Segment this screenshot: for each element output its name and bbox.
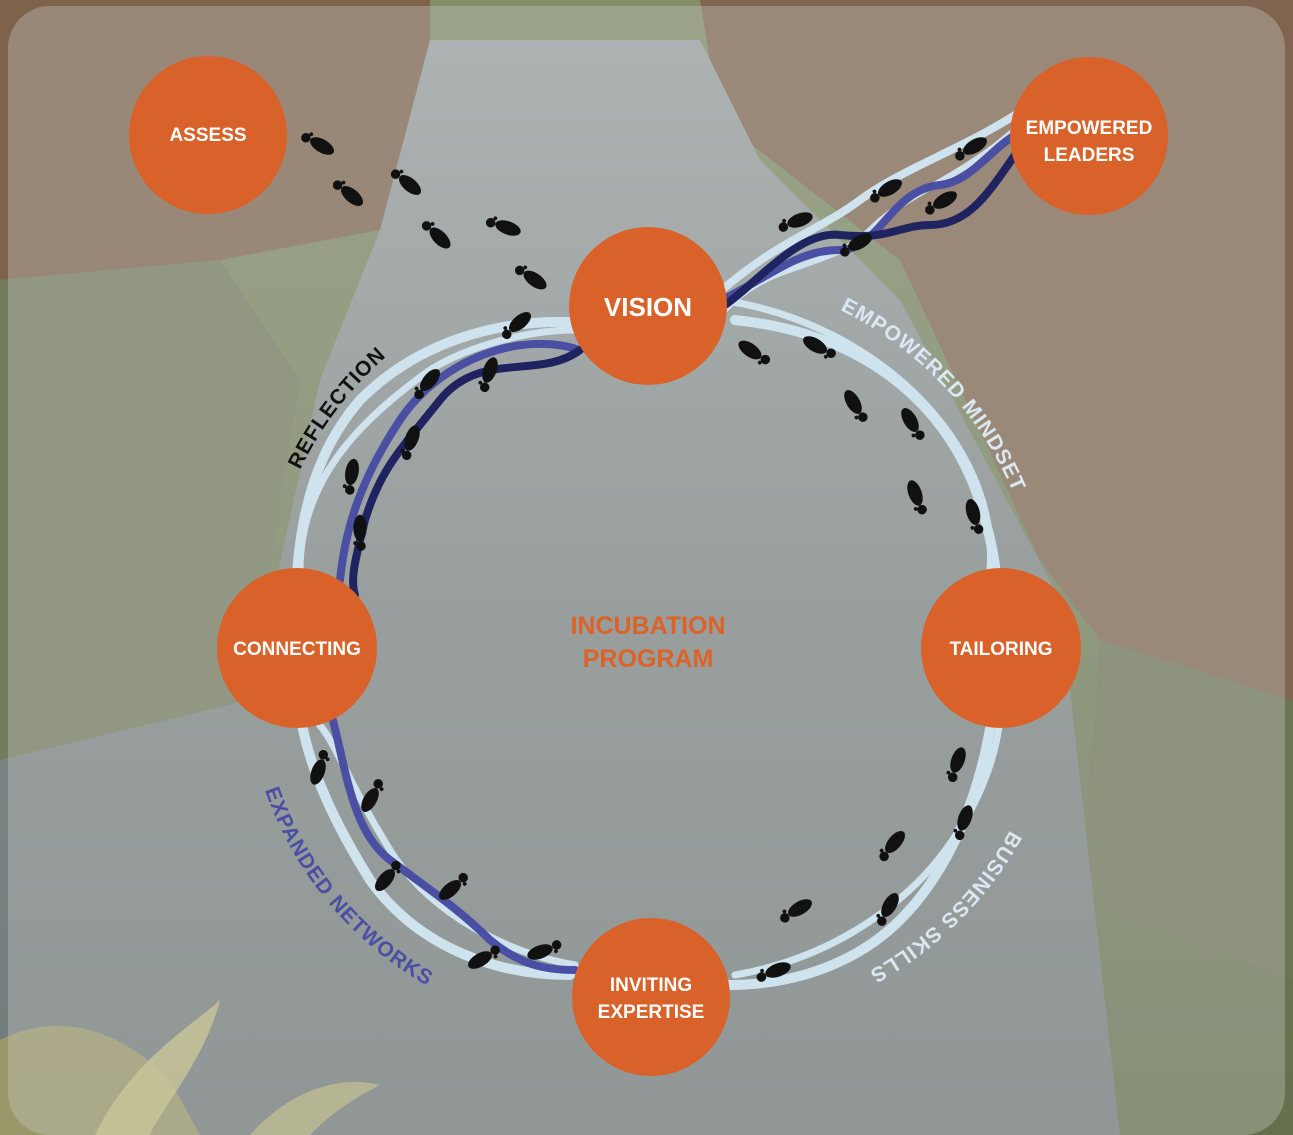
node-inviting-expertise: INVITING EXPERTISE <box>572 918 730 1076</box>
node-assess: ASSESS <box>129 56 287 214</box>
svg-text:TAILORING: TAILORING <box>949 639 1052 660</box>
overlay-panel <box>8 6 1285 1135</box>
svg-text:ASSESS: ASSESS <box>169 125 246 146</box>
svg-text:EMPOWERED: EMPOWERED <box>1026 118 1153 139</box>
strand-light-2 <box>296 296 1004 979</box>
svg-text:LEADERS: LEADERS <box>1044 145 1135 166</box>
svg-text:EXPERTISE: EXPERTISE <box>598 1002 705 1023</box>
svg-text:INCUBATION: INCUBATION <box>570 612 725 640</box>
svg-text:CONNECTING: CONNECTING <box>233 639 361 660</box>
svg-text:VISION: VISION <box>604 292 692 322</box>
braid-dark <box>721 151 1019 309</box>
node-vision: VISION <box>569 227 727 385</box>
center-label: INCUBATION PROGRAM <box>570 612 725 673</box>
node-empowered-leaders: EMPOWERED LEADERS <box>1010 57 1168 215</box>
braid-light <box>718 111 1019 294</box>
strand-mid <box>326 339 584 974</box>
node-tailoring: TAILORING <box>921 568 1081 728</box>
svg-text:PROGRAM: PROGRAM <box>583 645 714 673</box>
svg-text:INVITING: INVITING <box>610 975 692 996</box>
node-connecting: CONNECTING <box>217 568 377 728</box>
braid-mid <box>718 131 1019 304</box>
